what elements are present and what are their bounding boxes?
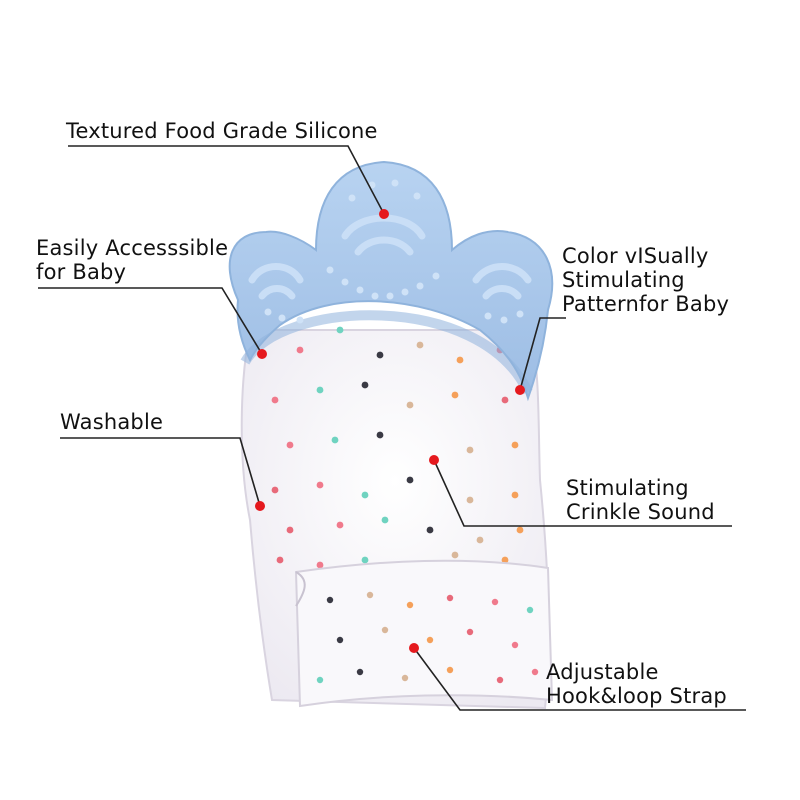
- callout-washable: Washable: [60, 410, 163, 434]
- callout-line: Stimulating: [566, 476, 689, 500]
- callout-textured-silicone: Textured Food Grade Silicone: [66, 119, 378, 143]
- hook-loop-strap: [294, 559, 554, 708]
- callout-line: Adjustable: [546, 660, 659, 684]
- marker-dots: [255, 209, 525, 653]
- callout-line: Hook&loop Strap: [546, 684, 727, 708]
- callout-line: Textured Food Grade Silicone: [66, 119, 378, 143]
- callout-line: Patternfor Baby: [562, 292, 730, 316]
- callout-line: Stimulating: [562, 268, 685, 292]
- callout-crinkle-sound: Stimulating Crinkle Sound: [566, 476, 715, 524]
- callout-line: Color vISually: [562, 244, 709, 268]
- callout-line: Crinkle Sound: [566, 500, 715, 524]
- callout-line: Washable: [60, 410, 164, 434]
- callout-line: for Baby: [36, 260, 127, 284]
- callout-line: Easily Accesssible: [36, 236, 229, 260]
- callout-adjustable-strap: Adjustable Hook&loop Strap: [546, 660, 727, 708]
- callout-easily-accessible: Easily Accesssible for Baby: [36, 236, 228, 284]
- callout-color-stimulating: Color vISually Stimulating Patternfor Ba…: [562, 244, 729, 316]
- leader-lines: [38, 145, 746, 711]
